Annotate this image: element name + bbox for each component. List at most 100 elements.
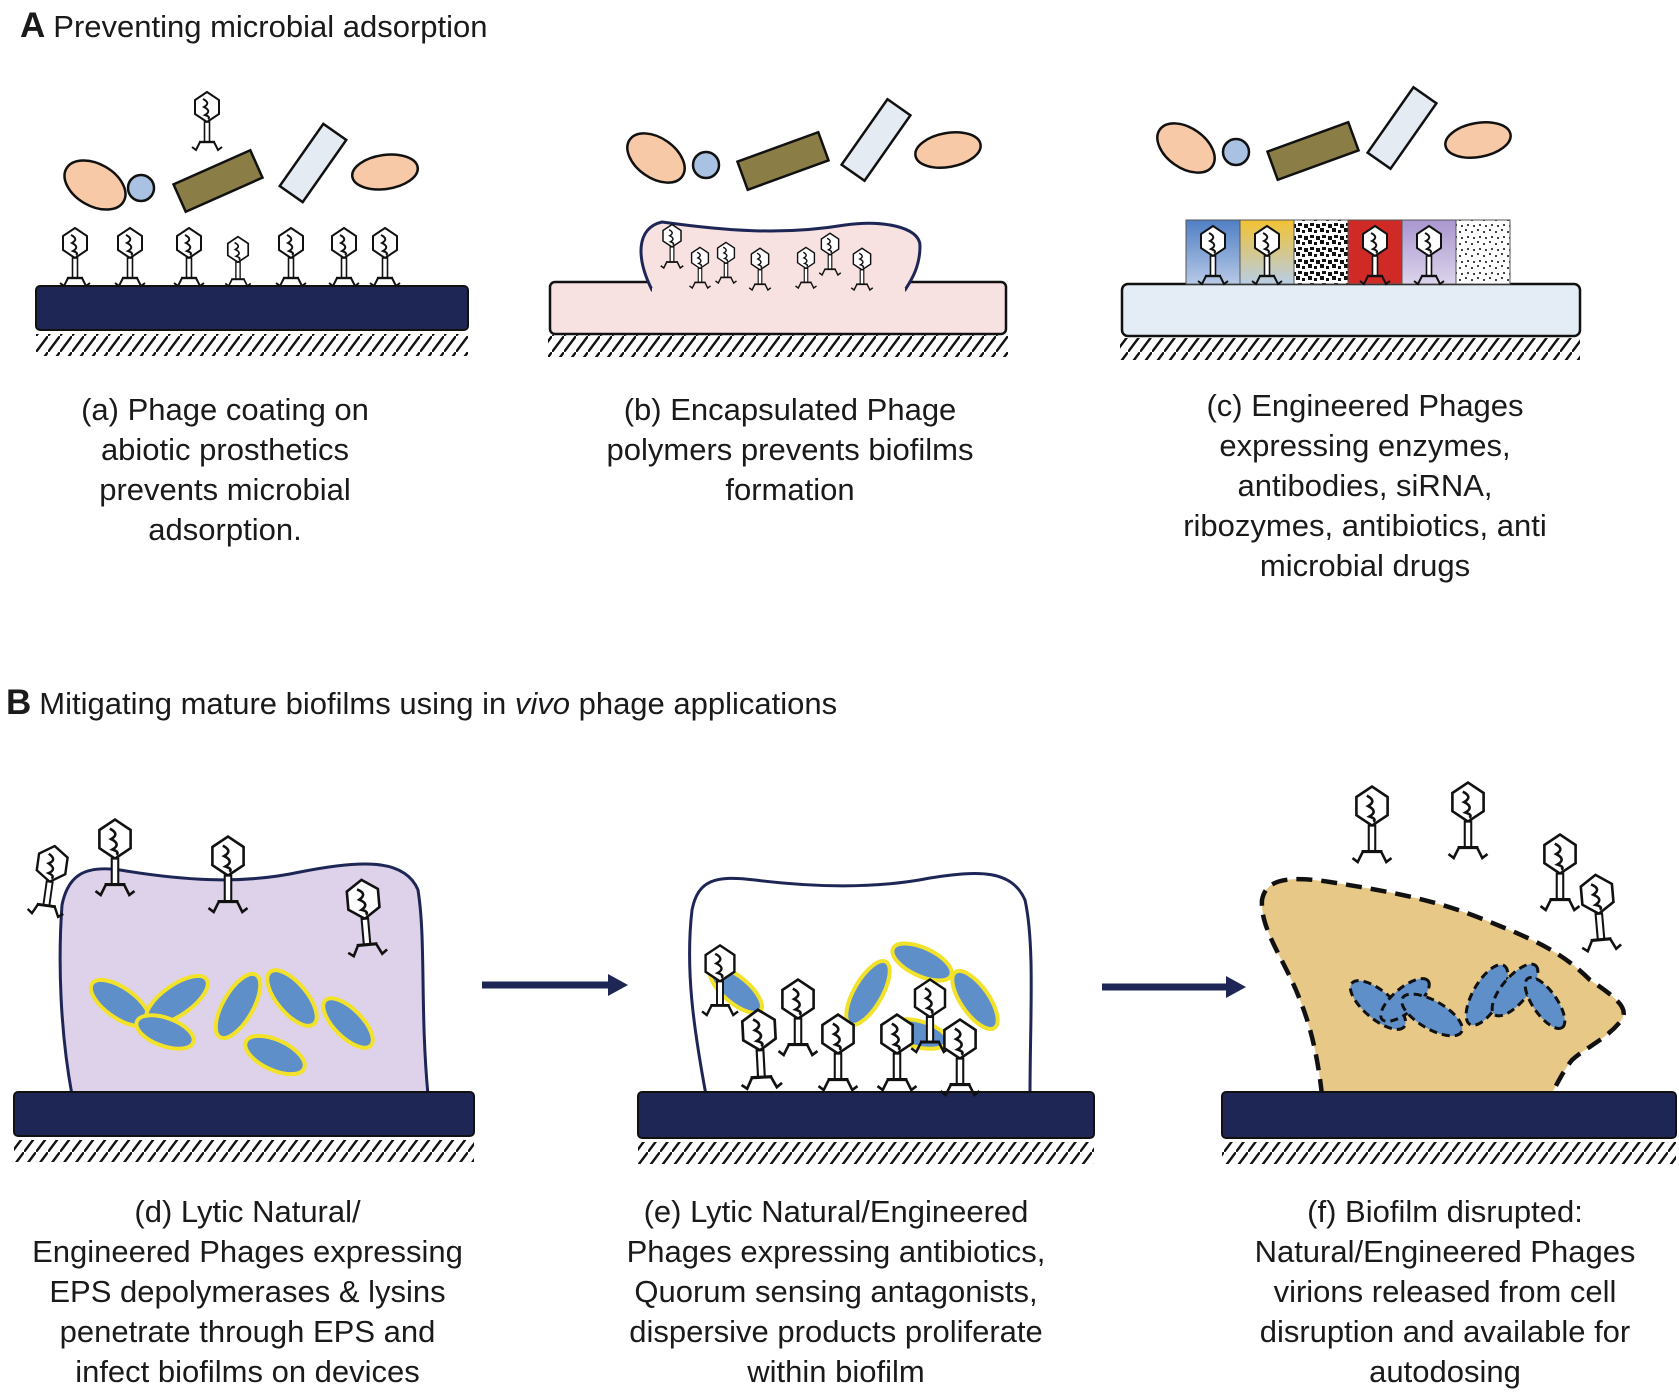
rod-cell bbox=[171, 148, 265, 214]
caption-d-line: EPS depolymerases & lysins bbox=[49, 1274, 446, 1309]
caption-b-line: formation bbox=[725, 472, 855, 507]
rod-cell bbox=[1365, 85, 1439, 171]
hatch-ground bbox=[36, 334, 468, 356]
bacterial-cell bbox=[1444, 121, 1512, 159]
phage-icon bbox=[113, 226, 147, 288]
caption-c-line: antibodies, siRNA, bbox=[1237, 468, 1493, 503]
rod-cell bbox=[1265, 120, 1361, 182]
hatch-ground bbox=[1120, 338, 1580, 360]
phage-icon bbox=[274, 226, 308, 288]
substrate bbox=[1120, 282, 1582, 338]
caption-c: (c) Engineered Phages expressing enzymes… bbox=[1145, 386, 1585, 586]
phage-polymer-coating bbox=[639, 220, 922, 292]
section-b-heading-italic: vivo bbox=[514, 686, 570, 721]
hatch-ground bbox=[14, 1140, 474, 1162]
caption-d-line: penetrate through EPS and bbox=[59, 1314, 436, 1349]
caption-a-line: adsorption. bbox=[148, 512, 302, 547]
caption-a-line: (a) Phage coating on bbox=[81, 392, 369, 427]
hatch-ground bbox=[638, 1142, 1094, 1164]
substrate bbox=[1221, 1091, 1677, 1139]
phage-icon bbox=[1574, 871, 1623, 954]
rod-cell bbox=[277, 122, 349, 204]
panel-e bbox=[637, 872, 1095, 1164]
section-b-letter: B bbox=[6, 683, 32, 722]
caption-d-line: (d) Lytic Natural/ bbox=[134, 1194, 361, 1229]
caption-e-line: (e) Lytic Natural/Engineered bbox=[643, 1194, 1029, 1229]
hatch-ground bbox=[1222, 1142, 1676, 1164]
caption-c-line: expressing enzymes, bbox=[1219, 428, 1511, 463]
bacterial-cell bbox=[63, 159, 127, 211]
caption-f-line: disruption and available for bbox=[1259, 1314, 1631, 1349]
phage-icon bbox=[327, 226, 361, 288]
rod-cell bbox=[735, 130, 831, 192]
section-a-heading: Preventing microbial adsorption bbox=[53, 9, 488, 44]
engineered-phage-tile bbox=[1455, 219, 1511, 285]
panel-d bbox=[13, 818, 475, 1162]
hatch-ground bbox=[548, 335, 1008, 357]
bacterium bbox=[321, 996, 375, 1050]
caption-e-line: dispersive products proliferate bbox=[629, 1314, 1043, 1349]
caption-c-line: (c) Engineered Phages bbox=[1206, 388, 1524, 423]
caption-b-line: (b) Encapsulated Phage bbox=[623, 392, 957, 427]
caption-a: (a) Phage coating on abiotic prosthetics… bbox=[30, 390, 420, 550]
phage-icon bbox=[190, 90, 224, 152]
panel-c bbox=[1120, 85, 1582, 360]
caption-e-line: Phages expressing antibiotics, bbox=[626, 1234, 1046, 1269]
panel-b bbox=[548, 97, 1008, 357]
bacterium bbox=[243, 1033, 307, 1077]
coccus-cell bbox=[1221, 137, 1251, 167]
infected-bacterium bbox=[950, 969, 1000, 1031]
bacterial-cell bbox=[1156, 122, 1216, 174]
caption-d-line: Engineered Phages expressing bbox=[32, 1234, 463, 1269]
bacterial-cell bbox=[350, 153, 420, 191]
progression-arrow bbox=[482, 974, 628, 996]
coccus-cell bbox=[126, 173, 156, 203]
section-b-heading-end: phage applications bbox=[569, 686, 838, 721]
progression-arrow bbox=[1102, 976, 1246, 998]
phage-icon bbox=[1446, 781, 1490, 860]
panel-a bbox=[35, 90, 469, 356]
caption-f-line: autodosing bbox=[1369, 1354, 1521, 1389]
bacterial-cell bbox=[914, 131, 982, 169]
phage-icon bbox=[172, 226, 206, 288]
caption-f: (f) Biofilm disrupted: Natural/Engineere… bbox=[1220, 1192, 1670, 1392]
substrate bbox=[637, 1091, 1095, 1139]
caption-f-line: (f) Biofilm disrupted: bbox=[1307, 1194, 1583, 1229]
caption-a-line: prevents microbial bbox=[99, 472, 351, 507]
caption-d: (d) Lytic Natural/ Engineered Phages exp… bbox=[0, 1192, 495, 1392]
phage-icon bbox=[368, 226, 402, 288]
caption-a-line: abiotic prosthetics bbox=[100, 432, 350, 467]
caption-c-line: microbial drugs bbox=[1259, 548, 1471, 583]
lysed-bacterium bbox=[1490, 962, 1540, 1018]
caption-f-line: Natural/Engineered Phages bbox=[1254, 1234, 1636, 1269]
bacterium bbox=[134, 1013, 196, 1051]
phage-icon bbox=[1350, 785, 1394, 864]
panel-f bbox=[1221, 781, 1677, 1164]
rod-cell bbox=[839, 97, 913, 183]
caption-e: (e) Lytic Natural/Engineered Phages expr… bbox=[596, 1192, 1076, 1392]
substrate bbox=[35, 285, 469, 331]
bacterium bbox=[265, 968, 319, 1028]
coccus-cell bbox=[691, 150, 721, 180]
caption-f-line: virions released from cell bbox=[1273, 1274, 1617, 1309]
disrupted-biofilm bbox=[1259, 876, 1626, 1098]
caption-e-line: within biofilm bbox=[747, 1354, 925, 1389]
phage-icon bbox=[1538, 833, 1582, 912]
phage-icon bbox=[224, 235, 252, 288]
section-b-heading-start: Mitigating mature biofilms using in bbox=[39, 686, 515, 721]
caption-c-line: ribozymes, antibiotics, anti bbox=[1183, 508, 1547, 543]
caption-d-line: infect biofilms on devices bbox=[75, 1354, 420, 1389]
caption-e-line: Quorum sensing antagonists, bbox=[634, 1274, 1038, 1309]
bacterial-cell bbox=[626, 132, 686, 184]
engineered-phage-tile bbox=[1293, 219, 1349, 285]
lysed-bacterium bbox=[1523, 975, 1567, 1031]
section-a-letter: A bbox=[20, 6, 46, 45]
lysed-bacterium bbox=[1400, 992, 1464, 1038]
caption-b: (b) Encapsulated Phage polymers prevents… bbox=[570, 390, 1010, 510]
caption-b-line: polymers prevents biofilms bbox=[606, 432, 974, 467]
bacterium bbox=[213, 971, 263, 1041]
substrate bbox=[13, 1091, 475, 1137]
